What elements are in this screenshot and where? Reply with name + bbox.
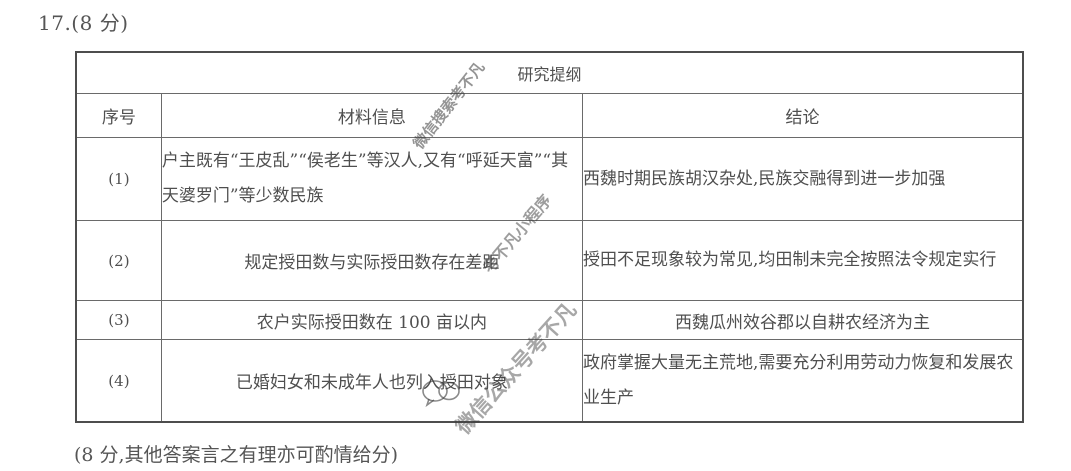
row-material: 已婚妇女和未成年人也列入授田对象 [160, 339, 583, 423]
question-number: 17.(8 分) [38, 11, 129, 35]
row-conclusion: 西魏瓜州效谷郡以自耕农经济为主 [581, 300, 1024, 340]
row-index: (1) [75, 137, 162, 221]
row-conclusion: 授田不足现象较为常见,均田制未完全按照法令规定实行 [581, 220, 1024, 301]
scoring-note: (8 分,其他答案言之有理亦可酌情给分) [74, 444, 398, 466]
table-title: 研究提纲 [75, 51, 1024, 94]
row-index: (4) [75, 339, 162, 423]
header-material: 材料信息 [160, 93, 583, 138]
table-row: (2) 规定授田数与实际授田数存在差距 授田不足现象较为常见,均田制未完全按照法… [75, 220, 1024, 301]
row-material: 户主既有“王皮乱”“侯老生”等汉人,又有“呼延天富”“其天婆罗门”等少数民族 [160, 137, 583, 221]
row-index: (2) [75, 220, 162, 301]
table-row: (1) 户主既有“王皮乱”“侯老生”等汉人,又有“呼延天富”“其天婆罗门”等少数… [75, 137, 1024, 221]
row-material: 农户实际授田数在 100 亩以内 [160, 300, 583, 340]
table-row: (3) 农户实际授田数在 100 亩以内 西魏瓜州效谷郡以自耕农经济为主 [75, 300, 1024, 340]
table-header-row: 序号 材料信息 结论 [75, 93, 1024, 138]
row-conclusion: 西魏时期民族胡汉杂处,民族交融得到进一步加强 [581, 137, 1024, 221]
row-conclusion: 政府掌握大量无主荒地,需要充分利用劳动力恢复和发展农业生产 [581, 339, 1024, 423]
header-index: 序号 [75, 93, 162, 138]
table-row: (4) 已婚妇女和未成年人也列入授田对象 政府掌握大量无主荒地,需要充分利用劳动… [75, 339, 1024, 423]
header-conclusion: 结论 [581, 93, 1024, 138]
row-material: 规定授田数与实际授田数存在差距 [160, 220, 583, 301]
table-title-row: 研究提纲 [75, 51, 1024, 94]
research-outline-table: 研究提纲 序号 材料信息 结论 (1) 户主既有“王皮乱”“侯老生”等汉人,又有… [75, 51, 1024, 423]
row-index: (3) [75, 300, 162, 340]
